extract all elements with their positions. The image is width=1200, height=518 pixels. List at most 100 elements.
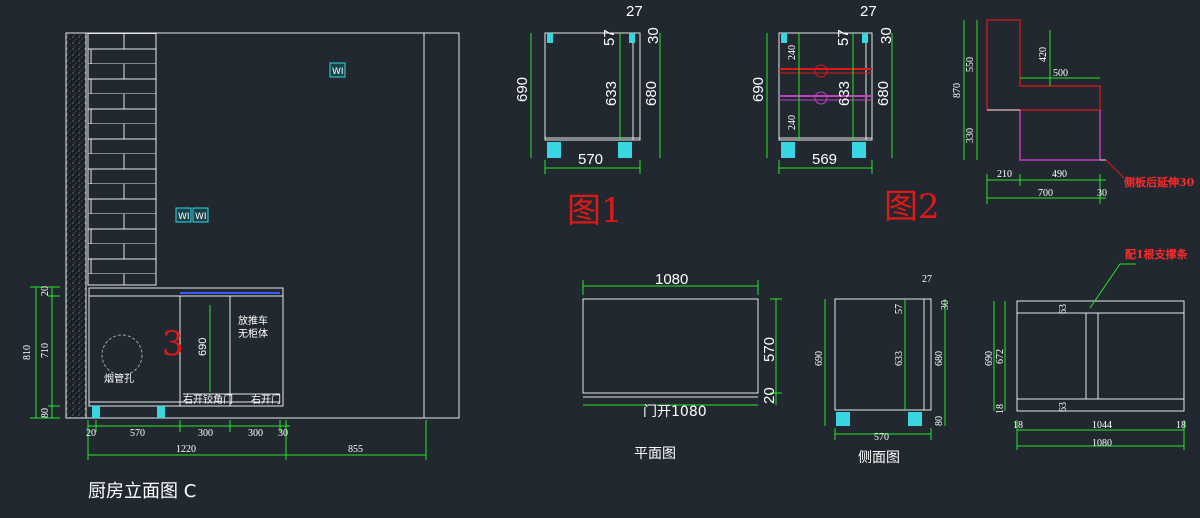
sp-dim-420: 420 [1038,47,1049,62]
hinge-icon [629,33,635,43]
plan-dim-20: 20 [761,387,778,404]
fig1-dim-57: 57 [601,29,618,46]
fig1-dim-570: 570 [578,151,603,168]
dim-total-1220: 1220 [176,444,196,455]
cabinet-foot [836,412,850,426]
fv-dim-18: 18 [995,404,1006,414]
sv-dim-570: 570 [874,432,889,443]
fig2-dim-633: 633 [836,81,853,106]
fig2-dim-27: 27 [860,3,877,20]
fig2-label: 图2 [884,187,940,227]
fig1-cabinet [544,32,641,141]
socket-icon [175,207,192,223]
note-no-cabinet: 无柜体 [238,327,268,340]
sp-dim-550: 550 [965,57,976,72]
fig1-dim-680: 680 [643,81,660,106]
fv-dim-18-right: 18 [1176,420,1186,431]
side-panel-lower [1019,110,1101,161]
base-cabinet [88,287,284,407]
fv-dim-18-left: 18 [1013,420,1023,431]
door-right: 右开门 [251,393,281,406]
side-panel-upper [986,19,1101,111]
side-panel-detail: 550 870 330 420 500 490 210 700 30 侧板后延伸… [952,19,1195,204]
door-right-hinge: 右开铰角门 [183,393,233,406]
socket-icon [192,207,209,223]
fv-dim-63b: 63 [1058,402,1069,412]
figure-2: 27 57 30 690 633 680 240 240 569 图2 [750,3,940,227]
cabinet-foot [781,142,795,158]
svg-text:WI: WI [178,212,190,222]
front-view-outline [1016,300,1185,412]
sp-dim-330: 330 [965,128,976,143]
sp-dim-30: 30 [1097,188,1107,199]
fv-dim-1044: 1044 [1092,420,1112,431]
dim-total-855: 855 [348,444,363,455]
fig1-dim-30: 30 [645,27,662,44]
cabinet-foot [618,142,632,158]
dim-810: 810 [22,345,33,360]
side-view: 27 57 30 690 633 680 80 570 侧面图 [814,274,951,466]
fig2-dim-690: 690 [750,77,767,102]
plan-view: 1080 570 20 门开1080 平面图 [582,271,782,462]
fig2-cabinet [778,32,873,141]
fig1-dim-27: 27 [626,3,643,20]
fig2-dim-569: 569 [812,151,837,168]
fig2-dim-57: 57 [835,29,852,46]
sp-dim-210: 210 [997,169,1012,180]
fv-dim-63a: 63 [1058,304,1069,314]
sp-dim-500: 500 [1053,68,1068,79]
plan-door-label: 门开1080 [643,404,707,420]
side-panel-note: 侧板后延伸30 [1124,175,1195,189]
cabinet-foot [92,406,100,418]
cabinet-number: 3 [162,324,184,364]
front-view: 配1根支撑条 63 63 690 672 18 18 1044 18 1080 [984,247,1189,450]
dim-bottom-300b: 300 [248,428,263,439]
plan-dim-570: 570 [761,337,778,362]
plan-dim-1080: 1080 [655,271,688,288]
dim-bottom-20: 20 [86,428,96,439]
cabinet-foot [547,142,561,158]
dim-bottom-570: 570 [130,428,145,439]
figure-1: 27 57 30 690 633 680 570 图1 [514,3,662,231]
sp-dim-700: 700 [1038,188,1053,199]
socket-icon [329,62,346,78]
sv-dim-30: 30 [940,300,951,310]
dim-20: 20 [40,286,51,296]
sv-dim-633: 633 [894,351,905,366]
plan-title: 平面图 [634,446,676,462]
cabinet-foot [157,406,165,418]
hinge-icon [862,33,868,43]
sv-dim-27: 27 [922,274,932,285]
sv-dim-80: 80 [934,416,945,426]
fig1-dim-690: 690 [514,77,531,102]
note-cart: 放推车 [238,314,268,327]
chimney-label: 烟管孔 [104,372,134,385]
cabinet-foot [852,142,866,158]
fig2-dim-680: 680 [875,81,892,106]
sv-dim-680: 680 [934,351,945,366]
plan-outline [582,298,759,394]
dim-bottom-30: 30 [278,428,288,439]
dim-80: 80 [40,408,51,418]
brick-wall [87,32,157,286]
cabinet-foot [908,412,922,426]
side-view-outline [834,298,932,411]
fig1-dim-633: 633 [603,81,620,106]
fv-dim-1080: 1080 [1092,438,1112,449]
fig2-dim-240a: 240 [787,45,798,60]
dim-710: 710 [40,343,51,358]
fig1-label: 图1 [567,191,623,231]
sv-dim-57: 57 [894,304,905,314]
svg-text:WI: WI [332,67,344,77]
kitchen-elevation: WI WI WI 烟管孔 3 放推车 无柜体 右开铰角门 右开门 690 810… [22,32,460,502]
dim-bottom-300a: 300 [198,428,213,439]
concrete-column [65,32,87,419]
fv-dim-690: 690 [984,351,995,366]
fig2-dim-30: 30 [878,27,895,44]
sp-dim-490: 490 [1052,169,1067,180]
fv-dim-672: 672 [995,349,1006,364]
hinge-icon [781,33,787,43]
dim-690: 690 [197,338,209,356]
sp-dim-870: 870 [952,83,963,98]
